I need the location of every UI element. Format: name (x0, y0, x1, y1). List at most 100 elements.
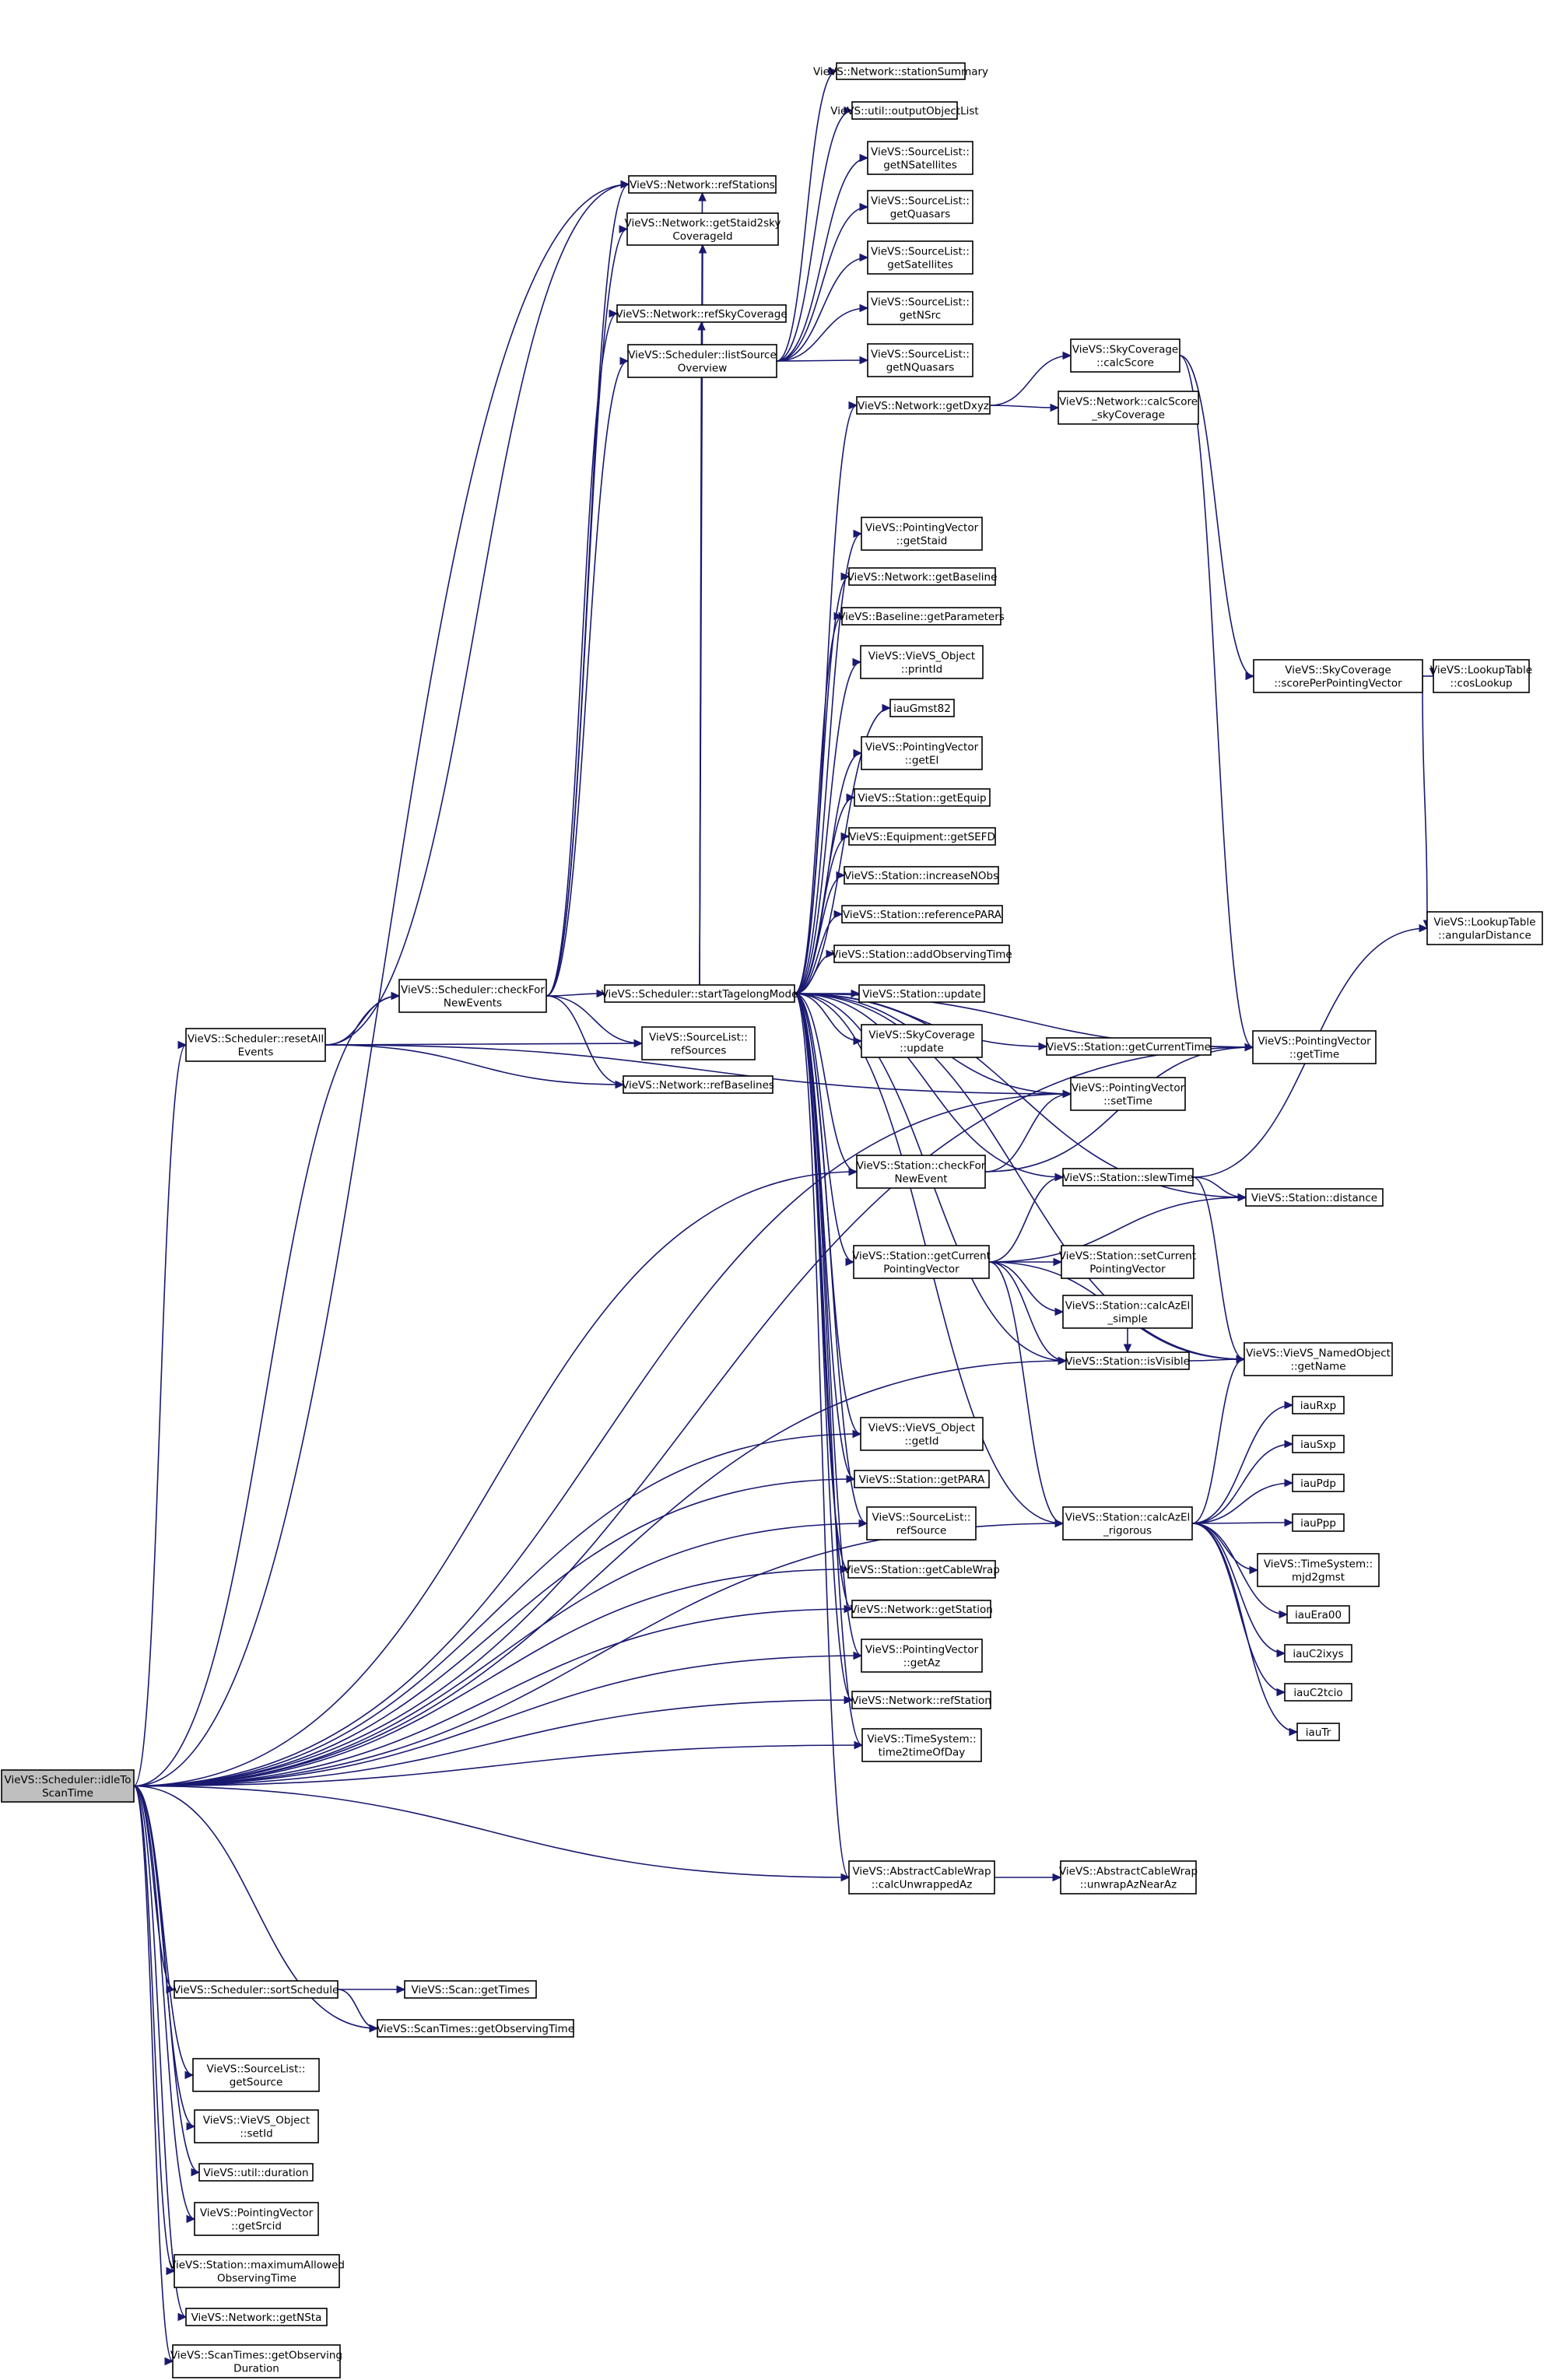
node-getSEFD[interactable]: VieVS::Equipment::getSEFD (848, 827, 996, 846)
node-refSources[interactable]: VieVS::SourceList::refSources (641, 1026, 756, 1060)
node-box (853, 1245, 990, 1279)
node-getStation[interactable]: VieVS::Network::getStation (850, 1600, 993, 1618)
node-startTagelong[interactable]: VieVS::Scheduler::startTagelongMode (602, 984, 798, 1003)
node-box (856, 1155, 986, 1189)
node-printId[interactable]: VieVS::VieVS_Object::printId (860, 645, 984, 679)
call-edge (1191, 1358, 1245, 1524)
node-scanGetTimes[interactable]: VieVS::Scan::getTimes (404, 1980, 537, 1999)
node-mjd2gmst[interactable]: VieVS::TimeSystem::mjd2gmst (1257, 1553, 1380, 1587)
node-getSrcid[interactable]: VieVS::PointingVector::getSrcid (194, 2202, 319, 2236)
node-scorePerPV[interactable]: VieVS::SkyCoverage::scorePerPointingVect… (1253, 659, 1423, 693)
node-pvGetStaid[interactable]: VieVS::PointingVector::getStaid (861, 517, 983, 551)
node-getSource[interactable]: VieVS::SourceList::getSource (192, 2058, 320, 2092)
arrowhead-icon (609, 309, 619, 318)
node-calcScore[interactable]: VieVS::SkyCoverage::calcScore (1070, 338, 1180, 373)
node-getCableWrap[interactable]: VieVS::Station::getCableWrap (844, 1560, 1000, 1579)
node-box (860, 1417, 984, 1451)
node-getNSrc[interactable]: VieVS::SourceList::getNSrc (867, 291, 973, 325)
node-getQuasars[interactable]: VieVS::SourceList::getQuasars (867, 190, 973, 224)
node-getNSta[interactable]: VieVS::Network::getNSta (185, 2308, 328, 2326)
node-pvSetTime[interactable]: VieVS::PointingVector::setTime (1070, 1077, 1186, 1111)
node-getPARA[interactable]: VieVS::Station::getPARA (854, 1470, 990, 1488)
node-getObservingTime[interactable]: VieVS::ScanTimes::getObservingTime (377, 2019, 574, 2038)
node-getEquip[interactable]: VieVS::Station::getEquip (854, 788, 991, 807)
node-getSatellites[interactable]: VieVS::SourceList::getSatellites (867, 240, 973, 275)
arrowhead-icon (853, 1651, 863, 1660)
node-calcScoreSky[interactable]: VieVS::Network::calcScore_skyCoverage (1058, 391, 1199, 425)
node-iauC2tcio[interactable]: iauC2tcio (1284, 1683, 1352, 1702)
node-box (861, 736, 983, 770)
node-utilDuration[interactable]: VieVS::util::duration (198, 2163, 314, 2182)
node-setId[interactable]: VieVS::VieVS_Object::setId (194, 2109, 319, 2143)
node-distance[interactable]: VieVS::Station::distance (1245, 1188, 1384, 1207)
node-outputObjectList[interactable]: VieVS::util::outputObjectList (830, 101, 979, 120)
node-getNQuasars[interactable]: VieVS::SourceList::getNQuasars (867, 343, 973, 377)
node-getCurrentTime[interactable]: VieVS::Station::getCurrentTime (1046, 1037, 1212, 1056)
node-unwrapAzNearAz[interactable]: VieVS::AbstractCableWrap::unwrapAzNearAz (1059, 1860, 1198, 1895)
node-iauPpp[interactable]: iauPpp (1292, 1513, 1345, 1532)
node-iauSxp[interactable]: iauSxp (1292, 1435, 1345, 1453)
node-iauC2ixys[interactable]: iauC2ixys (1284, 1644, 1352, 1663)
node-sortSchedule[interactable]: VieVS::Scheduler::sortSchedule (174, 1980, 339, 1999)
node-addObservingTime[interactable]: VieVS::Station::addObservingTime (831, 945, 1012, 963)
node-pvGetTime[interactable]: VieVS::PointingVector::getTime (1252, 1030, 1377, 1064)
node-objGetId[interactable]: VieVS::VieVS_Object::getId (860, 1417, 984, 1451)
node-getParameters[interactable]: VieVS::Baseline::getParameters (838, 607, 1005, 626)
node-iauGmst82[interactable]: iauGmst82 (889, 699, 955, 717)
arrowhead-icon (852, 1429, 862, 1439)
arrowhead-icon (1052, 1873, 1062, 1882)
node-calcAzElRigorous[interactable]: VieVS::Station::calcAzEl_rigorous (1062, 1506, 1193, 1541)
node-box (604, 984, 795, 1003)
node-stationUpdate[interactable]: VieVS::Station::update (858, 984, 985, 1003)
node-calcAzElSimple[interactable]: VieVS::Station::calcAzEl_simple (1062, 1295, 1193, 1329)
arrowhead-icon (1284, 1478, 1294, 1488)
node-iauRxp[interactable]: iauRxp (1292, 1396, 1345, 1414)
node-angularDistance[interactable]: VieVS::LookupTable::angularDistance (1426, 911, 1543, 945)
node-skyUpdate[interactable]: VieVS::SkyCoverage::update (861, 1024, 983, 1058)
call-edge (133, 1655, 862, 1787)
node-refSkyCoverage[interactable]: VieVS::Network::refSkyCoverage (616, 304, 788, 323)
node-label: VieVS::SourceList:: (207, 2063, 306, 2076)
node-box (1062, 1506, 1193, 1541)
arrowhead-icon (166, 2266, 176, 2276)
arrowhead-icon (1054, 1519, 1065, 1528)
node-slewTime[interactable]: VieVS::Station::slewTime (1062, 1168, 1194, 1186)
node-getName[interactable]: VieVS::VieVS_NamedObject::getName (1244, 1342, 1393, 1376)
node-getDxyz[interactable]: VieVS::Network::getDxyz (856, 396, 991, 415)
node-maxAllowedObs[interactable]: VieVS::Station::maximumAllowedObservingT… (169, 2254, 345, 2288)
node-refSource[interactable]: VieVS::SourceList::refSource (866, 1506, 977, 1541)
node-cosLookup[interactable]: VieVS::LookupTable::cosLookup (1430, 659, 1532, 693)
node-getBaseline[interactable]: VieVS::Network::getBaseline (847, 567, 998, 586)
arrowhead-icon (851, 989, 861, 998)
node-box (194, 2109, 319, 2143)
node-referencePARA[interactable]: VieVS::Station::referencePARA (841, 905, 1003, 924)
arrowhead-icon (191, 2168, 201, 2177)
node-label: ::getTime (1289, 1049, 1339, 1061)
node-iauPdp[interactable]: iauPdp (1292, 1474, 1345, 1492)
node-iauTr[interactable]: iauTr (1296, 1723, 1340, 1741)
node-refStation[interactable]: VieVS::Network::refStation (851, 1691, 991, 1709)
node-pvGetEl[interactable]: VieVS::PointingVector::getEl (861, 736, 983, 770)
call-edge (545, 995, 624, 1085)
node-stationSummary[interactable]: VieVS::Network::stationSummary (813, 62, 988, 80)
node-increaseNObs[interactable]: VieVS::Station::increaseNObs (844, 866, 999, 885)
node-getNSatellites[interactable]: VieVS::SourceList::getNSatellites (867, 141, 973, 175)
node-refStations[interactable]: VieVS::Network::refStations (628, 175, 777, 194)
node-label: VieVS::Scheduler::sortSchedule (174, 1984, 339, 1996)
node-time2timeOfDay[interactable]: VieVS::TimeSystem::time2timeOfDay (861, 1728, 982, 1762)
node-pvGetAz[interactable]: VieVS::PointingVector::getAz (861, 1639, 983, 1673)
call-edge (794, 993, 849, 1570)
node-refBaselines[interactable]: VieVS::Network::refBaselines (622, 1075, 774, 1094)
node-calcUnwrappedAz[interactable]: VieVS::AbstractCableWrap::calcUnwrappedA… (848, 1860, 995, 1895)
node-iauEra00[interactable]: iauEra00 (1286, 1605, 1350, 1624)
node-isVisible[interactable]: VieVS::Station::isVisible (1065, 1351, 1190, 1370)
